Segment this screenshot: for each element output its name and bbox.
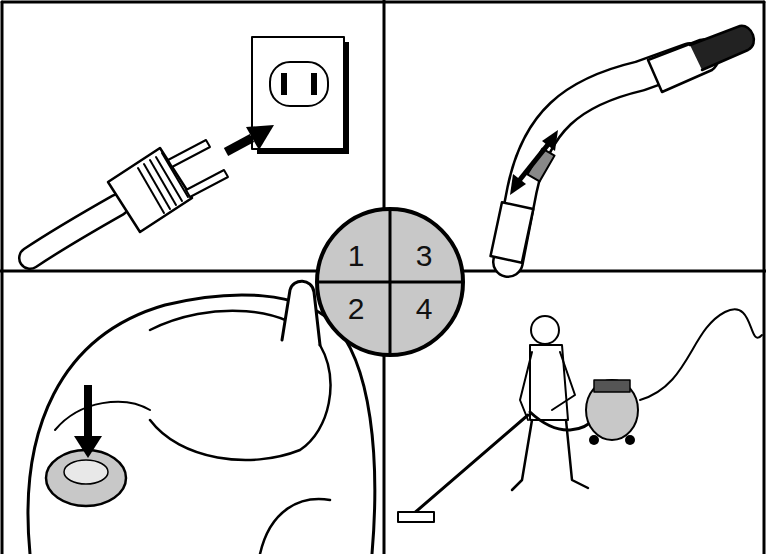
callout-number: 1 bbox=[348, 241, 365, 271]
callout-number: 2 bbox=[348, 294, 365, 324]
callout-number: 3 bbox=[416, 241, 433, 271]
callout-number: 4 bbox=[416, 294, 433, 324]
